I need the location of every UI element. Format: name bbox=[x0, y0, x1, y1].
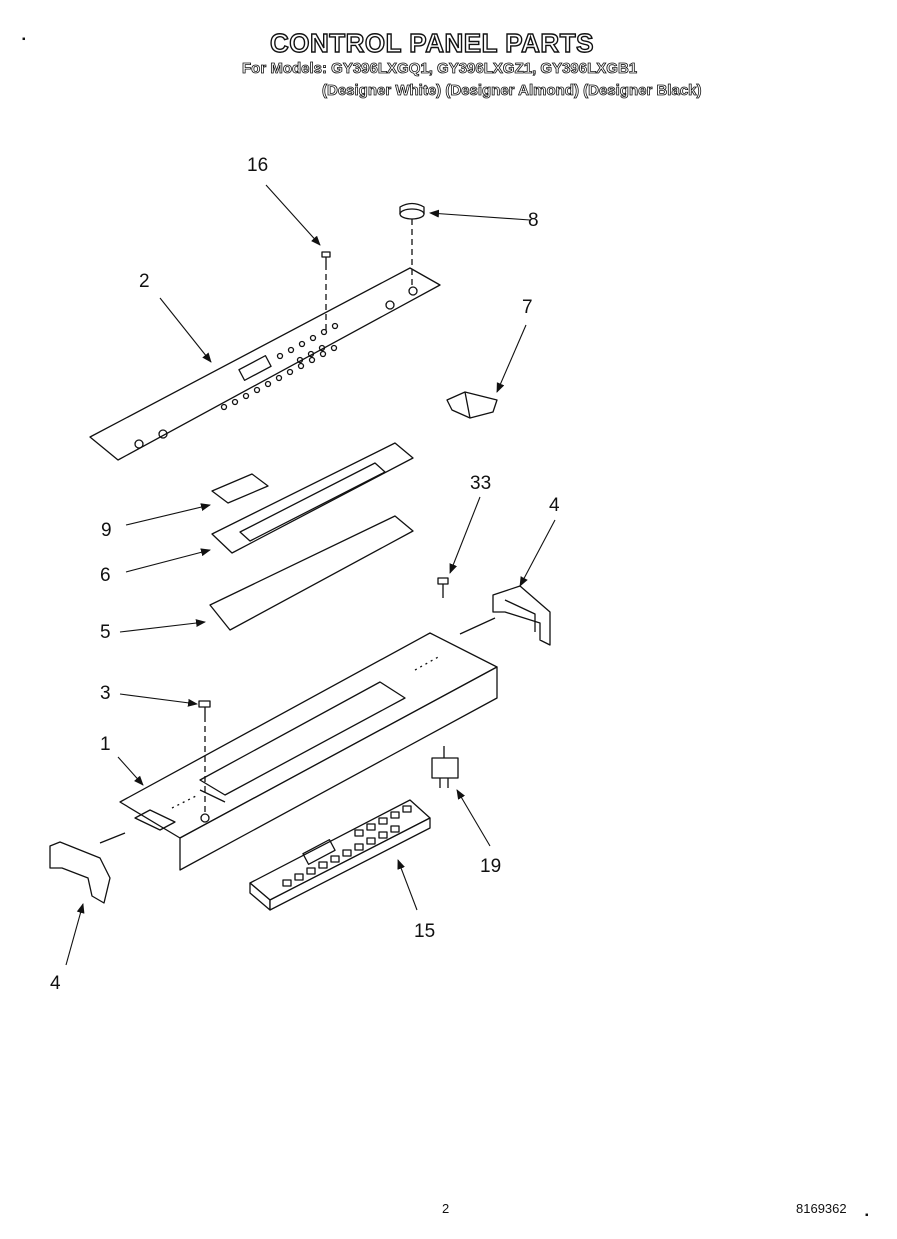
part-6-gasket bbox=[211, 442, 414, 554]
callout-6: 6 bbox=[100, 565, 111, 586]
callout-2: 2 bbox=[139, 271, 150, 292]
page-number: 2 bbox=[442, 1201, 450, 1216]
leader-arrows bbox=[65, 184, 556, 966]
part-5-insulator bbox=[209, 515, 414, 631]
part-16-screw bbox=[321, 251, 331, 330]
callout-4-left: 4 bbox=[50, 973, 61, 994]
document-code: 8169362 bbox=[796, 1201, 847, 1216]
board-keys bbox=[282, 805, 412, 887]
callout-1: 1 bbox=[100, 734, 111, 755]
callout-5: 5 bbox=[100, 622, 111, 643]
callout-19: 19 bbox=[480, 856, 502, 877]
callout-16: 16 bbox=[247, 155, 269, 176]
part-8-knob bbox=[399, 202, 425, 285]
part-7-bracket bbox=[446, 391, 498, 419]
panel-button-holes bbox=[220, 322, 339, 411]
callout-15: 15 bbox=[414, 921, 436, 942]
part-9-label bbox=[211, 473, 269, 504]
callout-4-right: 4 bbox=[549, 495, 560, 516]
callout-8: 8 bbox=[528, 210, 539, 231]
scan-mark: ▪ bbox=[22, 34, 26, 45]
finish-list: (Designer White) (Designer Almond) (Desi… bbox=[322, 82, 702, 100]
part-4-end-cap-right bbox=[459, 585, 551, 646]
part-33-screw bbox=[437, 577, 449, 598]
part-4-end-cap-left bbox=[49, 841, 111, 904]
scan-mark-footer: ▪ bbox=[865, 1210, 869, 1221]
part-2-control-panel-face bbox=[89, 267, 441, 461]
callout-3: 3 bbox=[100, 683, 111, 704]
callout-33: 33 bbox=[470, 473, 492, 494]
part-19-switch bbox=[431, 746, 459, 788]
part-3-screw bbox=[198, 700, 211, 815]
part-1-control-housing bbox=[99, 632, 498, 871]
diagram-title: CONTROL PANEL PARTS bbox=[269, 27, 594, 58]
part-15-control-board bbox=[249, 799, 431, 911]
callout-9: 9 bbox=[101, 520, 112, 541]
model-list: For Models: GY396LXGQ1, GY396LXGZ1, GY39… bbox=[242, 60, 638, 78]
callout-7: 7 bbox=[522, 297, 533, 318]
